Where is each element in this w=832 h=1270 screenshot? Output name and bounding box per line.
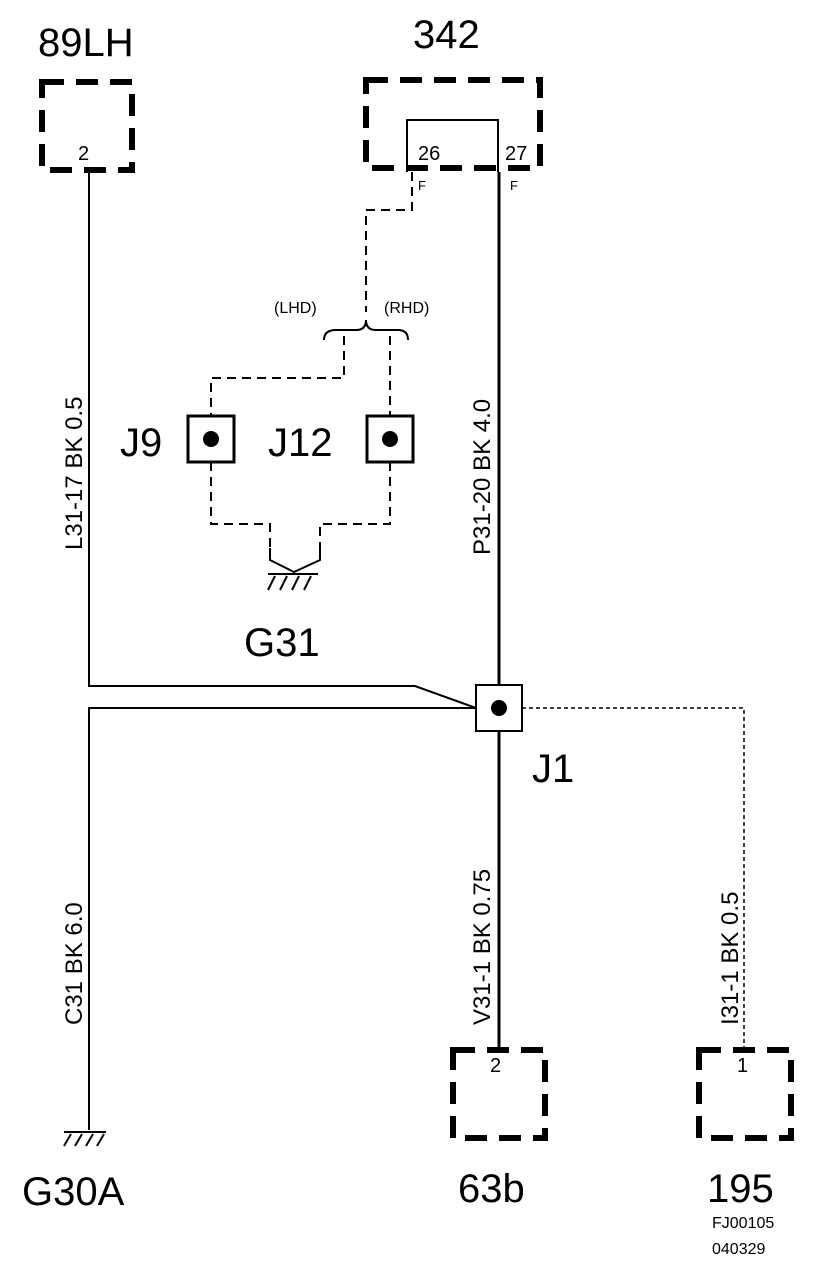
wire-l31-17[interactable] xyxy=(88,170,477,709)
ground-g30a-hatch xyxy=(74,1133,83,1147)
wire-l31-17-label: L31-17 BK 0.5 xyxy=(61,397,88,550)
wire-c31[interactable] xyxy=(88,707,476,1130)
splice-j12-dot xyxy=(382,431,398,447)
wire-c31-label: C31 BK 6.0 xyxy=(61,902,88,1025)
ground-g31-hatch xyxy=(303,575,312,591)
wire-g31-merge xyxy=(269,548,321,574)
wire-j12-g31-dashed[interactable] xyxy=(319,462,391,548)
variant-brace xyxy=(323,319,409,341)
connector-342-flag-27: F xyxy=(510,178,518,193)
variant-lhd-label: (LHD) xyxy=(274,300,317,317)
connector-342-pin-27: 27 xyxy=(505,143,527,165)
connector-63b-pin: 2 xyxy=(490,1055,501,1077)
connector-342-pin-26: 26 xyxy=(418,143,440,165)
wire-342-26-dashed[interactable] xyxy=(365,172,413,312)
ground-g31-hatch xyxy=(267,575,276,591)
ground-g31-label: G31 xyxy=(244,621,320,665)
drawing-code: FJ00105 xyxy=(712,1215,774,1232)
splice-j9-dot xyxy=(203,431,219,447)
connector-63b[interactable] xyxy=(450,1047,548,1141)
wire-i31-1-label: I31-1 BK 0.5 xyxy=(717,892,744,1025)
ground-g30a-hatch xyxy=(85,1133,94,1147)
connector-342-flag-26: F xyxy=(418,178,426,193)
variant-rhd-label: (RHD) xyxy=(384,300,429,317)
connector-89lh[interactable] xyxy=(39,79,135,173)
ground-g30a-label: G30A xyxy=(22,1170,125,1214)
connector-195-label: 195 xyxy=(707,1167,774,1211)
splice-j9-label: J9 xyxy=(120,421,162,465)
wire-i31-1[interactable] xyxy=(522,707,745,1050)
connector-89lh-pin: 2 xyxy=(78,143,89,165)
drawing-date-code: 040329 xyxy=(712,1241,765,1258)
ground-g30a-hatch xyxy=(96,1133,105,1147)
splice-j12-label: J12 xyxy=(268,421,333,465)
connector-342[interactable] xyxy=(363,77,543,171)
wire-lhd-dashed[interactable] xyxy=(210,336,345,416)
splice-j1-label: J1 xyxy=(532,747,574,791)
ground-g31-hatch xyxy=(279,575,288,591)
connector-195-pin: 1 xyxy=(737,1055,748,1077)
connector-342-inner-box xyxy=(406,119,499,172)
connector-89lh-label: 89LH xyxy=(38,21,134,65)
wire-p31-20-label: P31-20 BK 4.0 xyxy=(469,399,496,555)
connector-342-label: 342 xyxy=(413,13,480,57)
ground-g31-hatch xyxy=(291,575,300,591)
splice-j1-dot xyxy=(491,700,507,716)
connector-195[interactable] xyxy=(696,1047,794,1141)
connector-63b-label: 63b xyxy=(458,1167,525,1211)
wire-v31-1-label: V31-1 BK 0.75 xyxy=(469,869,496,1025)
ground-g30a-hatch xyxy=(63,1133,72,1147)
wire-j9-g31-dashed[interactable] xyxy=(210,462,271,548)
